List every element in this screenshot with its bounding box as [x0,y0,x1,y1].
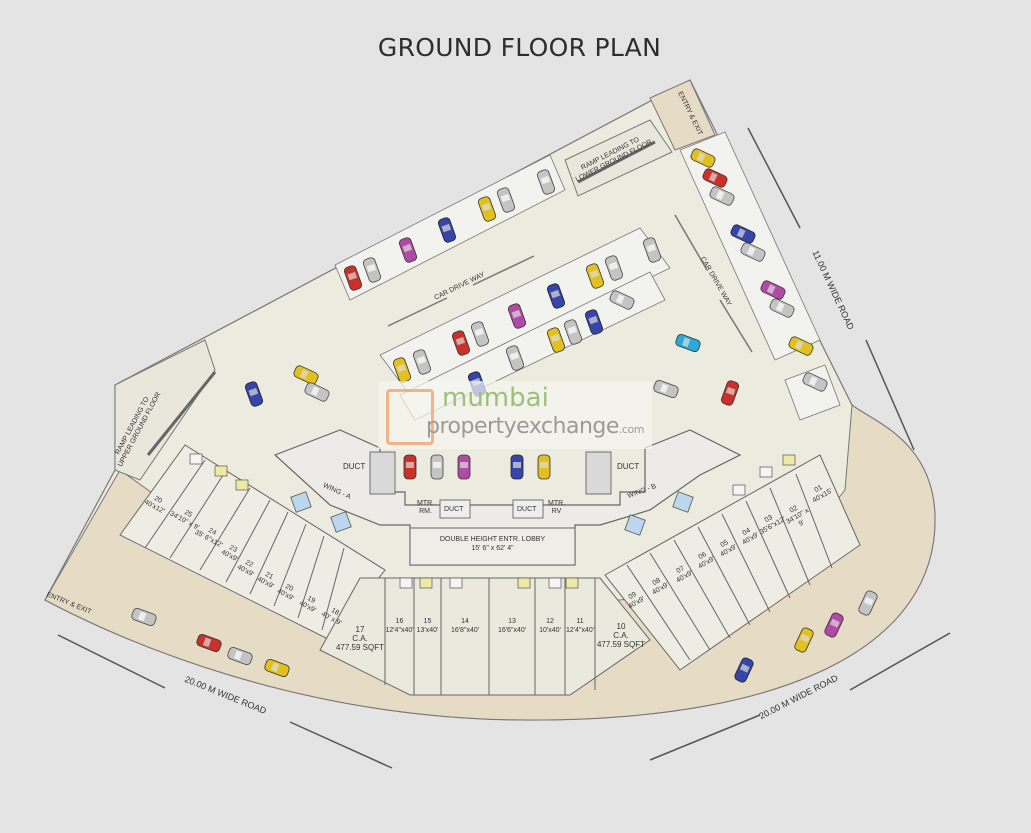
road-label-north-east: 11.00 M WIDE ROAD [810,248,856,332]
duct-label-c: DUCT [444,506,464,513]
ramp-upper [114,339,216,481]
wing-b-label: WING - B [626,483,658,500]
ramp-upper-label: RAMP LEADING TO UPPER GROUND FLOOR [114,391,163,469]
road-dimension-arrows [57,127,951,769]
entrance-lobby [409,527,576,566]
drive-way-arrows [387,214,753,353]
ramp-lower [564,119,673,197]
entry-exit-top: ENTRY & EXIT [676,90,704,137]
road-label-south-east: 20.00 M WIDE ROAD [757,672,840,722]
shops-right [604,454,861,671]
wing-a-label: WING - A [321,482,352,501]
duct-label-a: DUCT [343,462,366,471]
mtr-room-a: MTR.RM. [417,500,435,515]
road-label-south-west: 20.00 M WIDE ROAD [183,674,268,716]
duct-label-d: DUCT [517,506,537,513]
entry-exit-left: ENTRY & EXIT [45,591,93,616]
drive-way-label-main: CAR DRIVE WAY [433,271,486,302]
shops-left [119,444,386,641]
toilet-markers [189,453,796,589]
page-title: GROUND FLOOR PLAN [377,33,662,62]
watermark-brand-top: mumbai [442,383,549,413]
watermark-brand-bottom: propertyexchange.com [426,414,644,439]
shops-center [319,577,651,696]
lobby-label: DOUBLE HEIGHT ENTR. LOBBY 15' 6" x 62' 4… [439,536,546,552]
drive-way-label-side: CAR DRIVE WAY [698,255,733,308]
ramp-lower-label: RAMP LEADING TO LOWER GROUND FLOOR [574,136,654,184]
watermark-logo-icon [386,389,434,445]
duct-label-b: DUCT [617,462,640,471]
mtr-room-b: MTR.RV [548,500,566,515]
watermark: mumbai propertyexchange.com [378,381,652,449]
